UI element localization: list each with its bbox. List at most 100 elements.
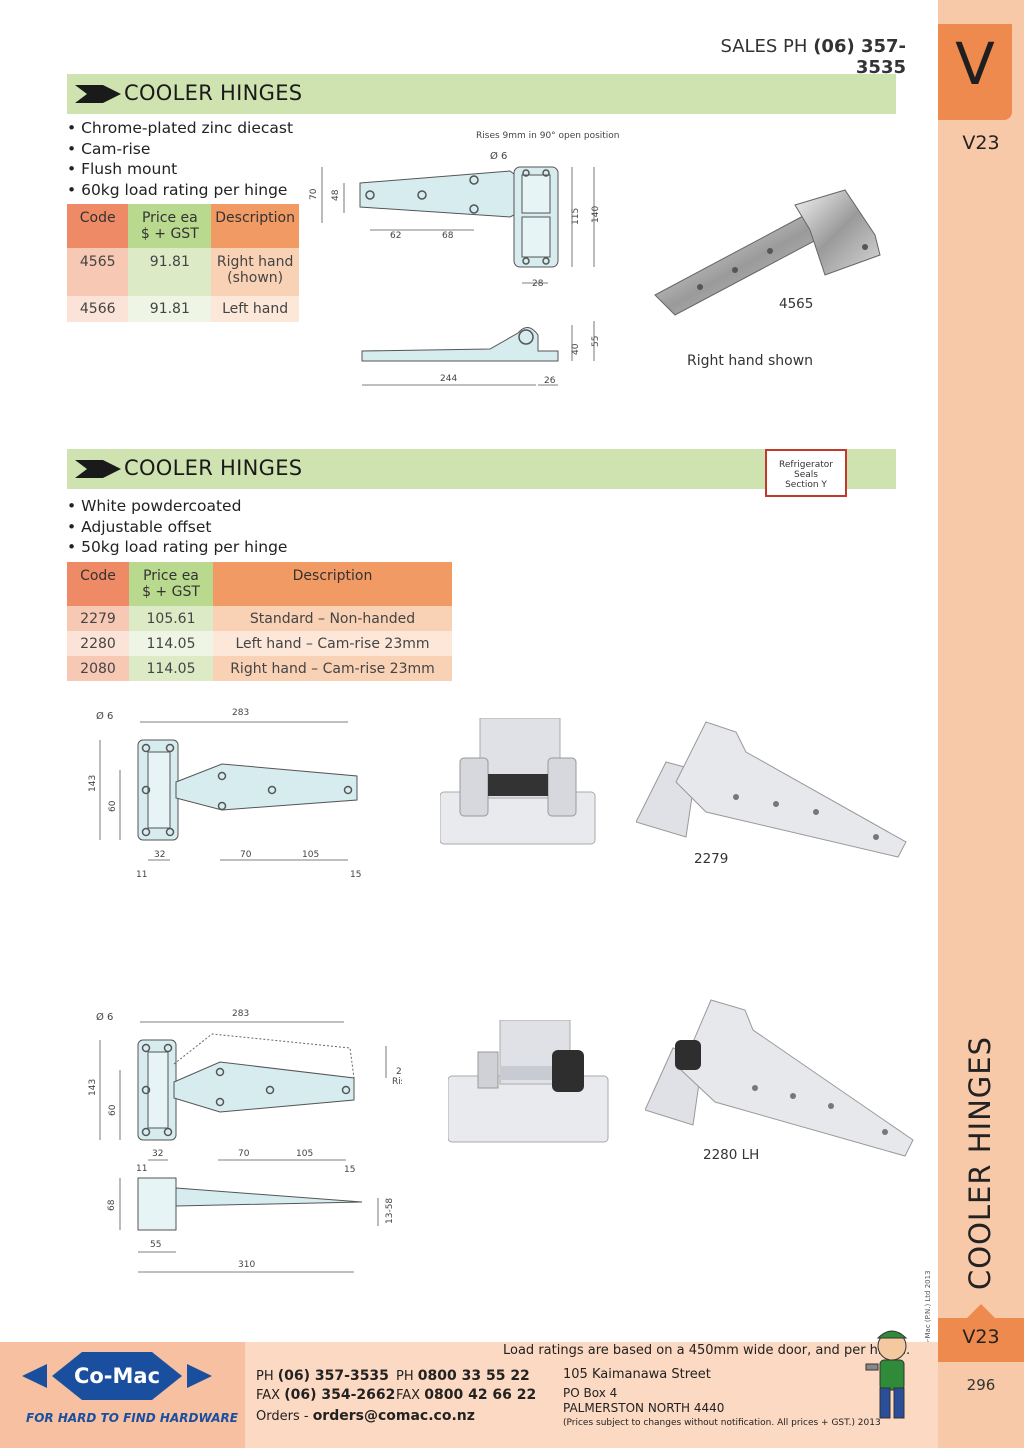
col-header-code: Code [67, 204, 129, 248]
feature-item: Flush mount [67, 159, 293, 180]
svg-text:11: 11 [136, 870, 147, 880]
col-header-code: Code [67, 562, 129, 606]
svg-text:105: 105 [296, 1149, 313, 1159]
feature-item: 50kg load rating per hinge [67, 537, 287, 558]
svg-text:244: 244 [440, 374, 457, 384]
svg-text:68: 68 [107, 1199, 117, 1211]
section1-technical-drawing: Rises 9mm in 90° open position Ø 6 70 48… [309, 131, 620, 386]
section2-price-table: Code Price ea$ + GST Description 2279 10… [67, 562, 452, 681]
svg-text:310: 310 [238, 1260, 255, 1270]
tagline: FOR HARD TO FIND HARDWARE [26, 1411, 238, 1425]
mascot-icon [865, 1330, 908, 1419]
table-row: 2279 105.61 Standard – Non-handed [67, 606, 452, 631]
cell-description: Left hand [211, 296, 299, 322]
table-row: 2080 114.05 Right hand – Cam-rise 23mm [67, 656, 452, 681]
svg-text:23: 23 [396, 1067, 402, 1077]
svg-text:55: 55 [150, 1240, 161, 1250]
section1-title: COOLER HINGES [124, 81, 303, 105]
drawing-2279: Ø 6 283 143 60 32 11 70 105 15 [88, 708, 361, 880]
contact-phone: PH (06) 357-3535 [256, 1368, 389, 1384]
page-code-tab [938, 1318, 1024, 1362]
hinge-photo-4565 [654, 189, 881, 316]
svg-text:15: 15 [344, 1165, 355, 1175]
photo-code-2280-lh: 2280 LH [703, 1147, 760, 1163]
side-tab-strip [938, 0, 1024, 1448]
load-note: Load ratings are based on a 450mm wide d… [503, 1343, 911, 1358]
svg-text:11: 11 [136, 1164, 147, 1174]
svg-text:283: 283 [232, 1009, 249, 1019]
page-number: 296 [966, 1376, 996, 1394]
photo-caption: Right hand shown [687, 353, 814, 369]
svg-text:143: 143 [88, 775, 98, 792]
svg-text:40: 40 [571, 343, 581, 355]
svg-text:13-58: 13-58 [385, 1198, 395, 1224]
address-street: 105 Kaimanawa Street [563, 1367, 711, 1382]
cell-code: 2279 [67, 606, 129, 631]
hinge-photo-2279-front [440, 718, 596, 845]
cell-description: Right hand – Cam-rise 23mm [213, 656, 452, 681]
svg-text:Rises 9mm in 90° open position: Rises 9mm in 90° open position [476, 131, 620, 141]
feature-item: Cam-rise [67, 139, 293, 160]
cell-price: 105.61 [129, 606, 213, 631]
svg-text:70: 70 [238, 1149, 250, 1159]
col-header-description: Description [213, 562, 452, 606]
svg-text:32: 32 [152, 1149, 163, 1159]
svg-text:60: 60 [108, 1104, 118, 1116]
feature-item: Chrome-plated zinc diecast [67, 118, 293, 139]
cell-description: Left hand – Cam-rise 23mm [213, 631, 452, 656]
svg-text:105: 105 [302, 850, 319, 860]
svg-text:26: 26 [544, 376, 556, 386]
svg-text:68: 68 [442, 231, 454, 241]
cell-code: 2080 [67, 656, 129, 681]
hinge-photo-2279-angle [636, 721, 907, 858]
col-header-description: Description [211, 204, 299, 248]
section1-features: Chrome-plated zinc diecast Cam-rise Flus… [67, 118, 293, 201]
cell-description: Standard – Non-handed [213, 606, 452, 631]
section2-features: White powdercoated Adjustable offset 50k… [67, 496, 287, 558]
price-note: (Prices subject to changes without notif… [563, 1418, 881, 1428]
svg-text:15: 15 [350, 870, 361, 880]
section2-title-bar: COOLER HINGES [67, 449, 896, 489]
svg-text:70: 70 [309, 188, 319, 200]
col-header-price: Price ea$ + GST [128, 204, 212, 248]
svg-text:143: 143 [88, 1079, 98, 1096]
svg-text:115: 115 [571, 208, 581, 225]
svg-text:28: 28 [532, 279, 544, 289]
svg-text:Co-Mac: Co-Mac [74, 1364, 160, 1388]
table-row: 4565 91.81 Right hand(shown) [67, 248, 299, 296]
arrow-icon [75, 85, 121, 103]
svg-text:Rise: Rise [392, 1077, 402, 1087]
contact-freephone: PH 0800 33 55 22 [396, 1368, 530, 1384]
cell-code: 4566 [67, 296, 129, 322]
cell-description: Right hand(shown) [211, 248, 299, 296]
cell-code: 2280 [67, 631, 129, 656]
col-header-price: Price ea$ + GST [129, 562, 213, 606]
page-code-top: V23 [962, 132, 1000, 154]
svg-text:32: 32 [154, 850, 165, 860]
orders-email[interactable]: Orders - orders@comac.co.nz [256, 1408, 475, 1424]
svg-text:140: 140 [591, 206, 601, 223]
address-city: PALMERSTON NORTH 4440 [563, 1401, 725, 1415]
svg-text:Ø 6: Ø 6 [96, 710, 113, 722]
cell-price: 91.81 [128, 248, 212, 296]
table-row: 2280 114.05 Left hand – Cam-rise 23mm [67, 631, 452, 656]
vertical-section-title: COOLER HINGES [963, 1035, 997, 1290]
sales-phone: SALES PH (06) 357-3535 [720, 36, 906, 78]
svg-text:55: 55 [591, 336, 601, 347]
cell-price: 114.05 [129, 656, 213, 681]
arrow-icon [75, 460, 121, 478]
section-letter: V [955, 30, 995, 98]
svg-text:60: 60 [108, 800, 118, 812]
svg-text:62: 62 [390, 231, 401, 241]
svg-text:Ø 6: Ø 6 [490, 150, 507, 162]
section1-title-bar: COOLER HINGES [67, 74, 896, 114]
svg-text:Ø 6: Ø 6 [96, 1011, 113, 1023]
cell-price: 114.05 [129, 631, 213, 656]
feature-item: White powdercoated [67, 496, 287, 517]
photo-code-2279: 2279 [694, 851, 729, 867]
drawing-2280-lh: Ø 6 283 143 60 32 11 70 105 15 23 Rise 6… [88, 1009, 402, 1273]
contact-fax: FAX (06) 354-2662 [256, 1387, 396, 1403]
svg-text:48: 48 [331, 189, 341, 201]
section1-price-table: Code Price ea$ + GST Description 4565 91… [67, 204, 299, 322]
